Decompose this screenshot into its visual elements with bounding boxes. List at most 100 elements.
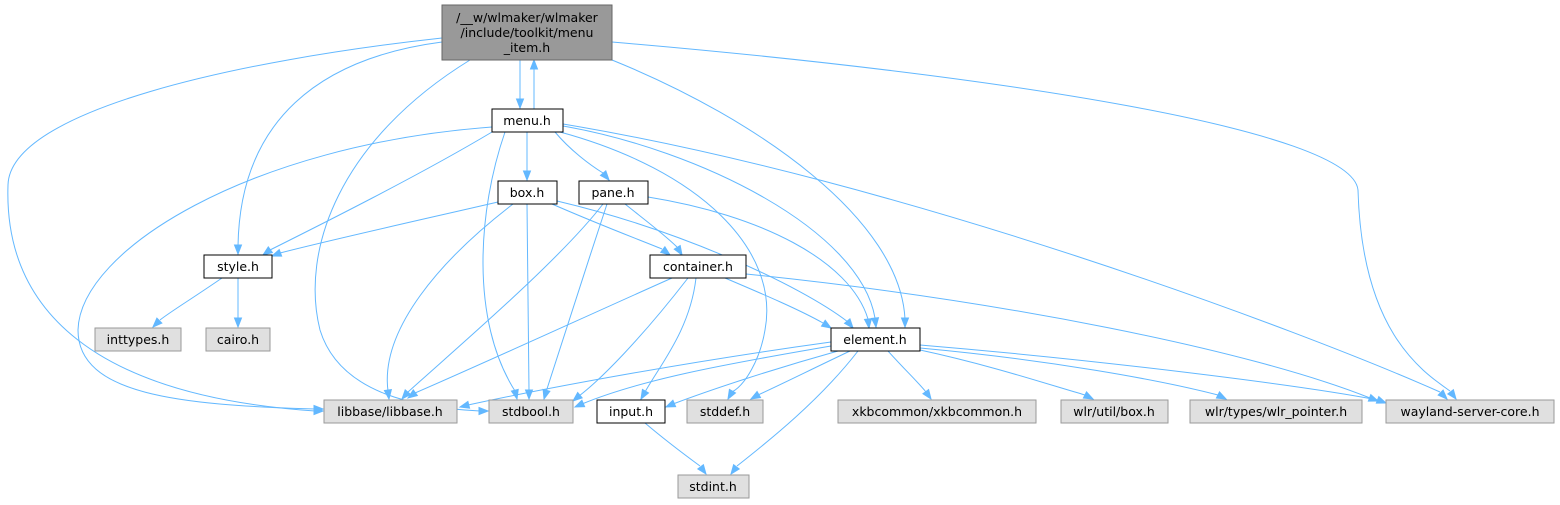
edge-root-to-wayland xyxy=(611,41,1457,401)
edge-root-to-menu xyxy=(515,60,525,110)
node-menu-h[interactable]: menu.h xyxy=(491,108,564,133)
xkbcommon-h-label: xkbcommon/xkbcommon.h xyxy=(852,404,1022,419)
stdint-h-label: stdint.h xyxy=(689,479,737,494)
arrowhead xyxy=(233,244,243,256)
arrowhead xyxy=(270,248,283,257)
arrowhead xyxy=(664,399,677,408)
inttypes-h-label: inttypes.h xyxy=(107,332,170,347)
arrowhead xyxy=(261,246,274,256)
stddef-h-label: stddef.h xyxy=(700,404,750,419)
arrowhead xyxy=(529,58,539,70)
arrowhead xyxy=(727,388,737,401)
arrowhead xyxy=(313,404,325,414)
node-container-h[interactable]: container.h xyxy=(649,254,747,279)
edge-pane-to-container xyxy=(624,203,683,257)
arrowhead xyxy=(1375,395,1388,404)
libbase-h-label: libbase/libbase.h xyxy=(337,404,442,419)
arrowhead xyxy=(458,400,471,409)
node-cairo-h[interactable]: cairo.h xyxy=(205,327,271,352)
edge-menu-to-wayland xyxy=(562,123,1448,400)
edge-box-to-style xyxy=(270,201,499,257)
input-h-label: input.h xyxy=(609,404,653,419)
edge-style-to-cairo xyxy=(233,278,243,329)
edge-menu-to-element xyxy=(562,125,880,329)
arrowhead xyxy=(152,317,163,328)
arrowhead xyxy=(640,388,650,401)
node-stddef-h[interactable]: stddef.h xyxy=(686,399,764,424)
edge-pane-to-libbase xyxy=(401,203,604,401)
edge-menu-to-root xyxy=(529,58,539,109)
edge-box-to-libbase xyxy=(383,203,514,401)
style-h-label: style.h xyxy=(217,259,259,274)
edge-container-to-input xyxy=(640,277,697,401)
edge-menu-to-stddef xyxy=(559,131,768,401)
arrowhead xyxy=(515,98,525,110)
arrowhead xyxy=(870,317,880,329)
edge-box-to-container xyxy=(551,203,672,256)
pane-h-label: pane.h xyxy=(591,185,634,200)
node-root-menu-item-h[interactable]: /__w/wlmaker/wlmaker /include/toolkit/me… xyxy=(441,4,613,61)
wlr-pointer-h-label: wlr/types/wlr_pointer.h xyxy=(1205,404,1347,419)
root-label-line-2: /include/toolkit/menu xyxy=(461,25,594,40)
node-stdint-h[interactable]: stdint.h xyxy=(677,474,750,499)
edge-element-to-libbase xyxy=(458,341,832,409)
stdbool-h-label: stdbool.h xyxy=(502,404,560,419)
edge-container-to-element xyxy=(724,277,833,329)
edge-element-to-wayland xyxy=(919,344,1388,404)
edge-input-to-stdint xyxy=(644,422,707,476)
edge-container-to-libbase xyxy=(406,277,673,399)
edge-style-to-inttypes xyxy=(152,277,223,328)
node-wayland-server-core-h[interactable]: wayland-server-core.h xyxy=(1385,399,1555,424)
edge-menu-to-style xyxy=(261,131,493,256)
arrowhead xyxy=(571,391,584,402)
container-h-label: container.h xyxy=(663,259,733,274)
arrowhead xyxy=(749,390,762,400)
arrowhead xyxy=(573,399,586,408)
edge-element-to-wlr-pointer xyxy=(919,347,1228,400)
node-stdbool-h[interactable]: stdbool.h xyxy=(488,399,574,424)
arrowhead xyxy=(900,317,910,329)
arrowhead xyxy=(233,317,243,329)
node-element-h[interactable]: element.h xyxy=(830,327,921,352)
arrowhead xyxy=(599,170,610,182)
arrowhead xyxy=(659,245,672,256)
root-label-line-3: _item.h xyxy=(503,40,550,55)
arrowhead xyxy=(524,389,534,401)
edge-menu-to-stdbool xyxy=(482,131,519,401)
node-libbase-h[interactable]: libbase/libbase.h xyxy=(323,399,458,424)
node-wlr-util-box-h[interactable]: wlr/util/box.h xyxy=(1060,399,1169,424)
wlr-util-box-h-label: wlr/util/box.h xyxy=(1073,404,1155,419)
arrowhead xyxy=(510,388,519,401)
edge-pane-to-element xyxy=(647,196,873,330)
node-box-h[interactable]: box.h xyxy=(497,180,558,205)
arrowhead xyxy=(1082,390,1095,400)
box-h-label: box.h xyxy=(510,185,545,200)
node-input-h[interactable]: input.h xyxy=(596,399,666,424)
node-xkbcommon-h[interactable]: xkbcommon/xkbcommon.h xyxy=(837,399,1037,424)
arrowhead xyxy=(863,318,873,330)
edge-element-to-stddef xyxy=(749,350,851,400)
arrowhead xyxy=(406,389,419,399)
node-pane-h[interactable]: pane.h xyxy=(578,180,649,205)
menu-h-label: menu.h xyxy=(503,113,551,128)
edge-element-to-input xyxy=(664,350,839,408)
file-nodes: /__w/wlmaker/wlmaker /include/toolkit/me… xyxy=(94,4,1555,499)
root-label-line-1: /__w/wlmaker/wlmaker xyxy=(456,10,599,25)
edge-element-to-stdint xyxy=(730,350,859,476)
edge-root-to-libbase xyxy=(7,37,443,416)
node-style-h[interactable]: style.h xyxy=(203,254,273,279)
arrowhead xyxy=(820,319,833,329)
arrowhead xyxy=(843,317,854,330)
arrowhead xyxy=(542,388,551,401)
arrowhead xyxy=(1215,390,1228,400)
node-inttypes-h[interactable]: inttypes.h xyxy=(94,327,182,352)
arrowhead xyxy=(922,388,932,401)
edge-container-to-stdbool xyxy=(571,277,689,402)
dependency-edges xyxy=(7,37,1457,476)
wayland-server-core-h-label: wayland-server-core.h xyxy=(1400,404,1539,419)
arrowhead xyxy=(1446,388,1457,401)
edge-element-to-xkbcommon xyxy=(887,350,932,401)
edge-menu-to-pane xyxy=(554,131,610,182)
node-wlr-pointer-h[interactable]: wlr/types/wlr_pointer.h xyxy=(1189,399,1363,424)
